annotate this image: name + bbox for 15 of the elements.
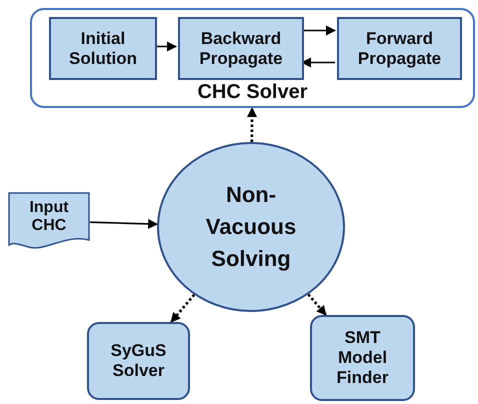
process-box: Initial Solution (49, 17, 157, 80)
process-box: SMT Model Finder (310, 315, 415, 401)
arrow (155, 42, 177, 52)
process-box: SyGuS Solver (87, 322, 190, 400)
process-circle: Non-Vacuous Solving (157, 142, 345, 312)
arrow (247, 107, 258, 142)
process-box: Forward Propagate (337, 17, 462, 80)
arrow (307, 294, 327, 316)
document-shape: Input CHC (8, 192, 90, 250)
group-frame (30, 8, 475, 108)
arrow (90, 218, 158, 229)
process-box: Backward Propagate (178, 17, 304, 80)
arrow (170, 294, 196, 323)
group-title: CHC Solver (197, 81, 308, 104)
arrow (302, 26, 336, 36)
